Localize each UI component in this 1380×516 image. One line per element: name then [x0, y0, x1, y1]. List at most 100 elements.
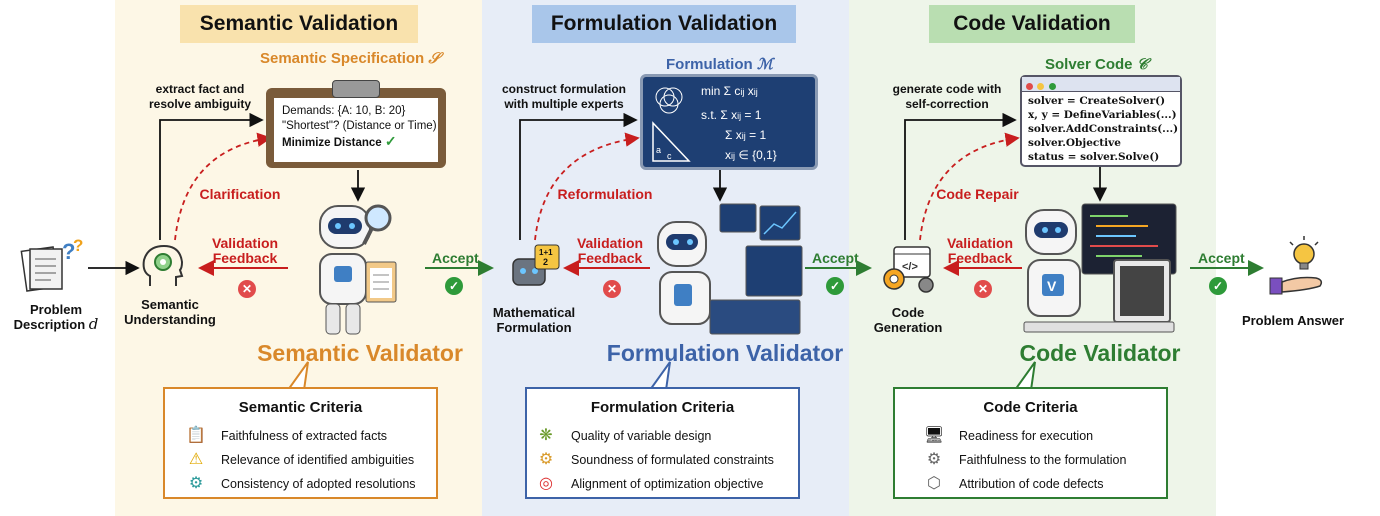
formulation-criteria-title: Formulation Criteria [590, 399, 735, 416]
accept-check-2: ✓ [826, 277, 844, 295]
svg-text:</>: </> [902, 261, 918, 273]
code-generation-label: Code Generation [873, 305, 943, 335]
code-criteria-title: Code Criteria [983, 399, 1078, 416]
criteria-row: ⚙Faithfulness to the formulation [923, 448, 1166, 472]
semantic-understanding-label: Semantic Understanding [124, 297, 216, 327]
criteria-row: 🖥 Readiness for execution [923, 424, 1166, 448]
svg-text:s.t. Σ xij = 1: s.t. Σ xij = 1 [701, 108, 762, 122]
formulation-validation-header: Formulation Validation [532, 5, 796, 43]
problem-answer-label: Problem Answer [1241, 313, 1345, 328]
code-line-5: status = solver.Solve() [1028, 151, 1160, 163]
code-robot: V [1023, 203, 1177, 333]
criteria-text: Attribution of code defects [959, 477, 1104, 491]
clarification-label: Clarification [199, 186, 281, 202]
lightbulb-hand-icon [1269, 236, 1323, 295]
code-validation-header: Code Validation [929, 5, 1135, 43]
mathematical-formulation-label: Mathematical Formulation [492, 305, 576, 335]
target-icon: ◎ [539, 475, 553, 492]
clarification-arrow [174, 132, 272, 241]
formulation-criteria-card: Formulation Criteria ❋Quality of variabl… [525, 387, 800, 499]
document-icon: ? ? [20, 236, 83, 292]
svg-text:2: 2 [543, 257, 548, 267]
variables-icon: ❋ [539, 427, 553, 444]
criteria-row: ◎Alignment of optimization objective [535, 472, 798, 496]
constraints-gear-icon: ⚙ [538, 451, 554, 468]
code-repair-arrow [919, 132, 1020, 241]
criteria-row: ⚙Consistency of adopted resolutions [185, 472, 436, 496]
code-window: solver = CreateSolver() x, y = DefineVar… [1020, 75, 1182, 167]
semantic-reject-icon: ✕ [238, 280, 256, 298]
fact-list-icon: 📋 [186, 427, 206, 444]
svg-text:V: V [1047, 278, 1057, 294]
reformulation-label: Reformulation [557, 186, 653, 202]
semantic-robot [319, 204, 397, 335]
formulation-callout-pointer [648, 361, 671, 390]
problem-symbol: d [88, 315, 99, 333]
criteria-row: ⚠Relevance of identified ambiguities [185, 448, 436, 472]
problem-description-label: Problem Description d [13, 302, 99, 333]
semantic-criteria-title: Semantic Criteria [238, 399, 363, 416]
semantic-validator-title: Semantic Validator [257, 340, 463, 366]
accept-label-1: Accept [432, 250, 479, 266]
formulation-math: ac min Σ cij xij s.t. Σ xij = 1 Σ xij = … [652, 84, 777, 162]
svg-text:xij ∈ {0,1}: xij ∈ {0,1} [725, 148, 777, 162]
code-feedback-label: Validation Feedback [946, 235, 1014, 266]
construct-arrow [519, 112, 638, 240]
execution-monitor-icon: 🖥 [923, 427, 945, 444]
code-line-2: x, y = DefineVariables(...) [1028, 109, 1177, 121]
spec-line-2: "Shortest"? (Distance or Time) [282, 120, 437, 132]
criteria-row: ⬡ Attribution of code defects [923, 472, 1166, 496]
extract-arrow [159, 112, 264, 240]
criteria-text: Faithfulness to the formulation [959, 453, 1127, 467]
semantic-spec-paper: Demands: {A: 10, B: 20} "Shortest"? (Dis… [274, 98, 438, 162]
criteria-text: Soundness of formulated constraints [571, 453, 774, 467]
formulation-feedback-label: Validation Feedback [576, 235, 644, 266]
solver-code-title: Solver Code 𝒞 [1045, 55, 1148, 73]
criteria-row: ⚙ Soundness of formulated constraints [535, 448, 798, 472]
criteria-text: Faithfulness of extracted facts [221, 429, 388, 443]
construct-label: construct formulation with multiple expe… [501, 82, 626, 111]
warning-icon: ⚠ [188, 451, 204, 468]
svg-text:Σ xij = 1: Σ xij = 1 [725, 128, 766, 142]
semantic-callout-pointer [286, 361, 309, 390]
svg-text:?: ? [73, 236, 83, 255]
check-icon: ✓ [384, 133, 397, 149]
semantic-spec-title: Semantic Specification 𝒮 [260, 49, 441, 67]
criteria-text: Consistency of adopted resolutions [221, 477, 416, 491]
semantic-feedback-label: Validation Feedback [211, 235, 279, 266]
criteria-text: Readiness for execution [959, 429, 1094, 443]
minimize-dot-icon [1037, 83, 1045, 90]
code-line-4: solver.Objective [1028, 137, 1121, 149]
accept-label-2: Accept [812, 250, 859, 266]
code-validator-title: Code Validator [1019, 340, 1181, 366]
semantic-validation-header: Semantic Validation [180, 5, 418, 43]
code-reject-icon: ✕ [974, 280, 992, 298]
svg-text:c: c [667, 151, 672, 161]
code-repair-label: Code Repair [936, 186, 1019, 202]
formulation-robot [657, 203, 803, 335]
formulation-artifact-title: Formulation ℳ [666, 55, 773, 73]
svg-text:a: a [656, 145, 661, 155]
formulation-reject-icon: ✕ [603, 280, 621, 298]
code-line-3: solver.AddConstraints(...) [1028, 123, 1179, 135]
accept-label-3: Accept [1198, 250, 1245, 266]
generate-arrow [904, 112, 1017, 240]
code-line-1: solver = CreateSolver() [1028, 95, 1166, 107]
code-callout-pointer [1013, 361, 1036, 390]
semantic-criteria-card: Semantic Criteria 📋 Faithfulness of extra… [163, 387, 438, 499]
accept-check-1: ✓ [445, 277, 463, 295]
defect-tree-icon: ⬡ [927, 475, 941, 492]
formulation-validator-title: Formulation Validator [606, 340, 844, 366]
calculator-robot-icon: 1+1 2 [512, 244, 560, 286]
semantic-spec-clip [332, 80, 380, 98]
svg-text:?: ? [62, 239, 75, 264]
svg-text:min Σ cij xij: min Σ cij xij [701, 84, 758, 98]
accept-check-3: ✓ [1209, 277, 1227, 295]
spec-line-3: Minimize Distance [282, 137, 382, 149]
criteria-row: ❋Quality of variable design [535, 424, 798, 448]
reformulation-arrow [534, 132, 640, 241]
close-dot-icon [1026, 83, 1033, 90]
code-gear-icon: </> [883, 246, 934, 293]
head-gear-icon [142, 244, 184, 286]
